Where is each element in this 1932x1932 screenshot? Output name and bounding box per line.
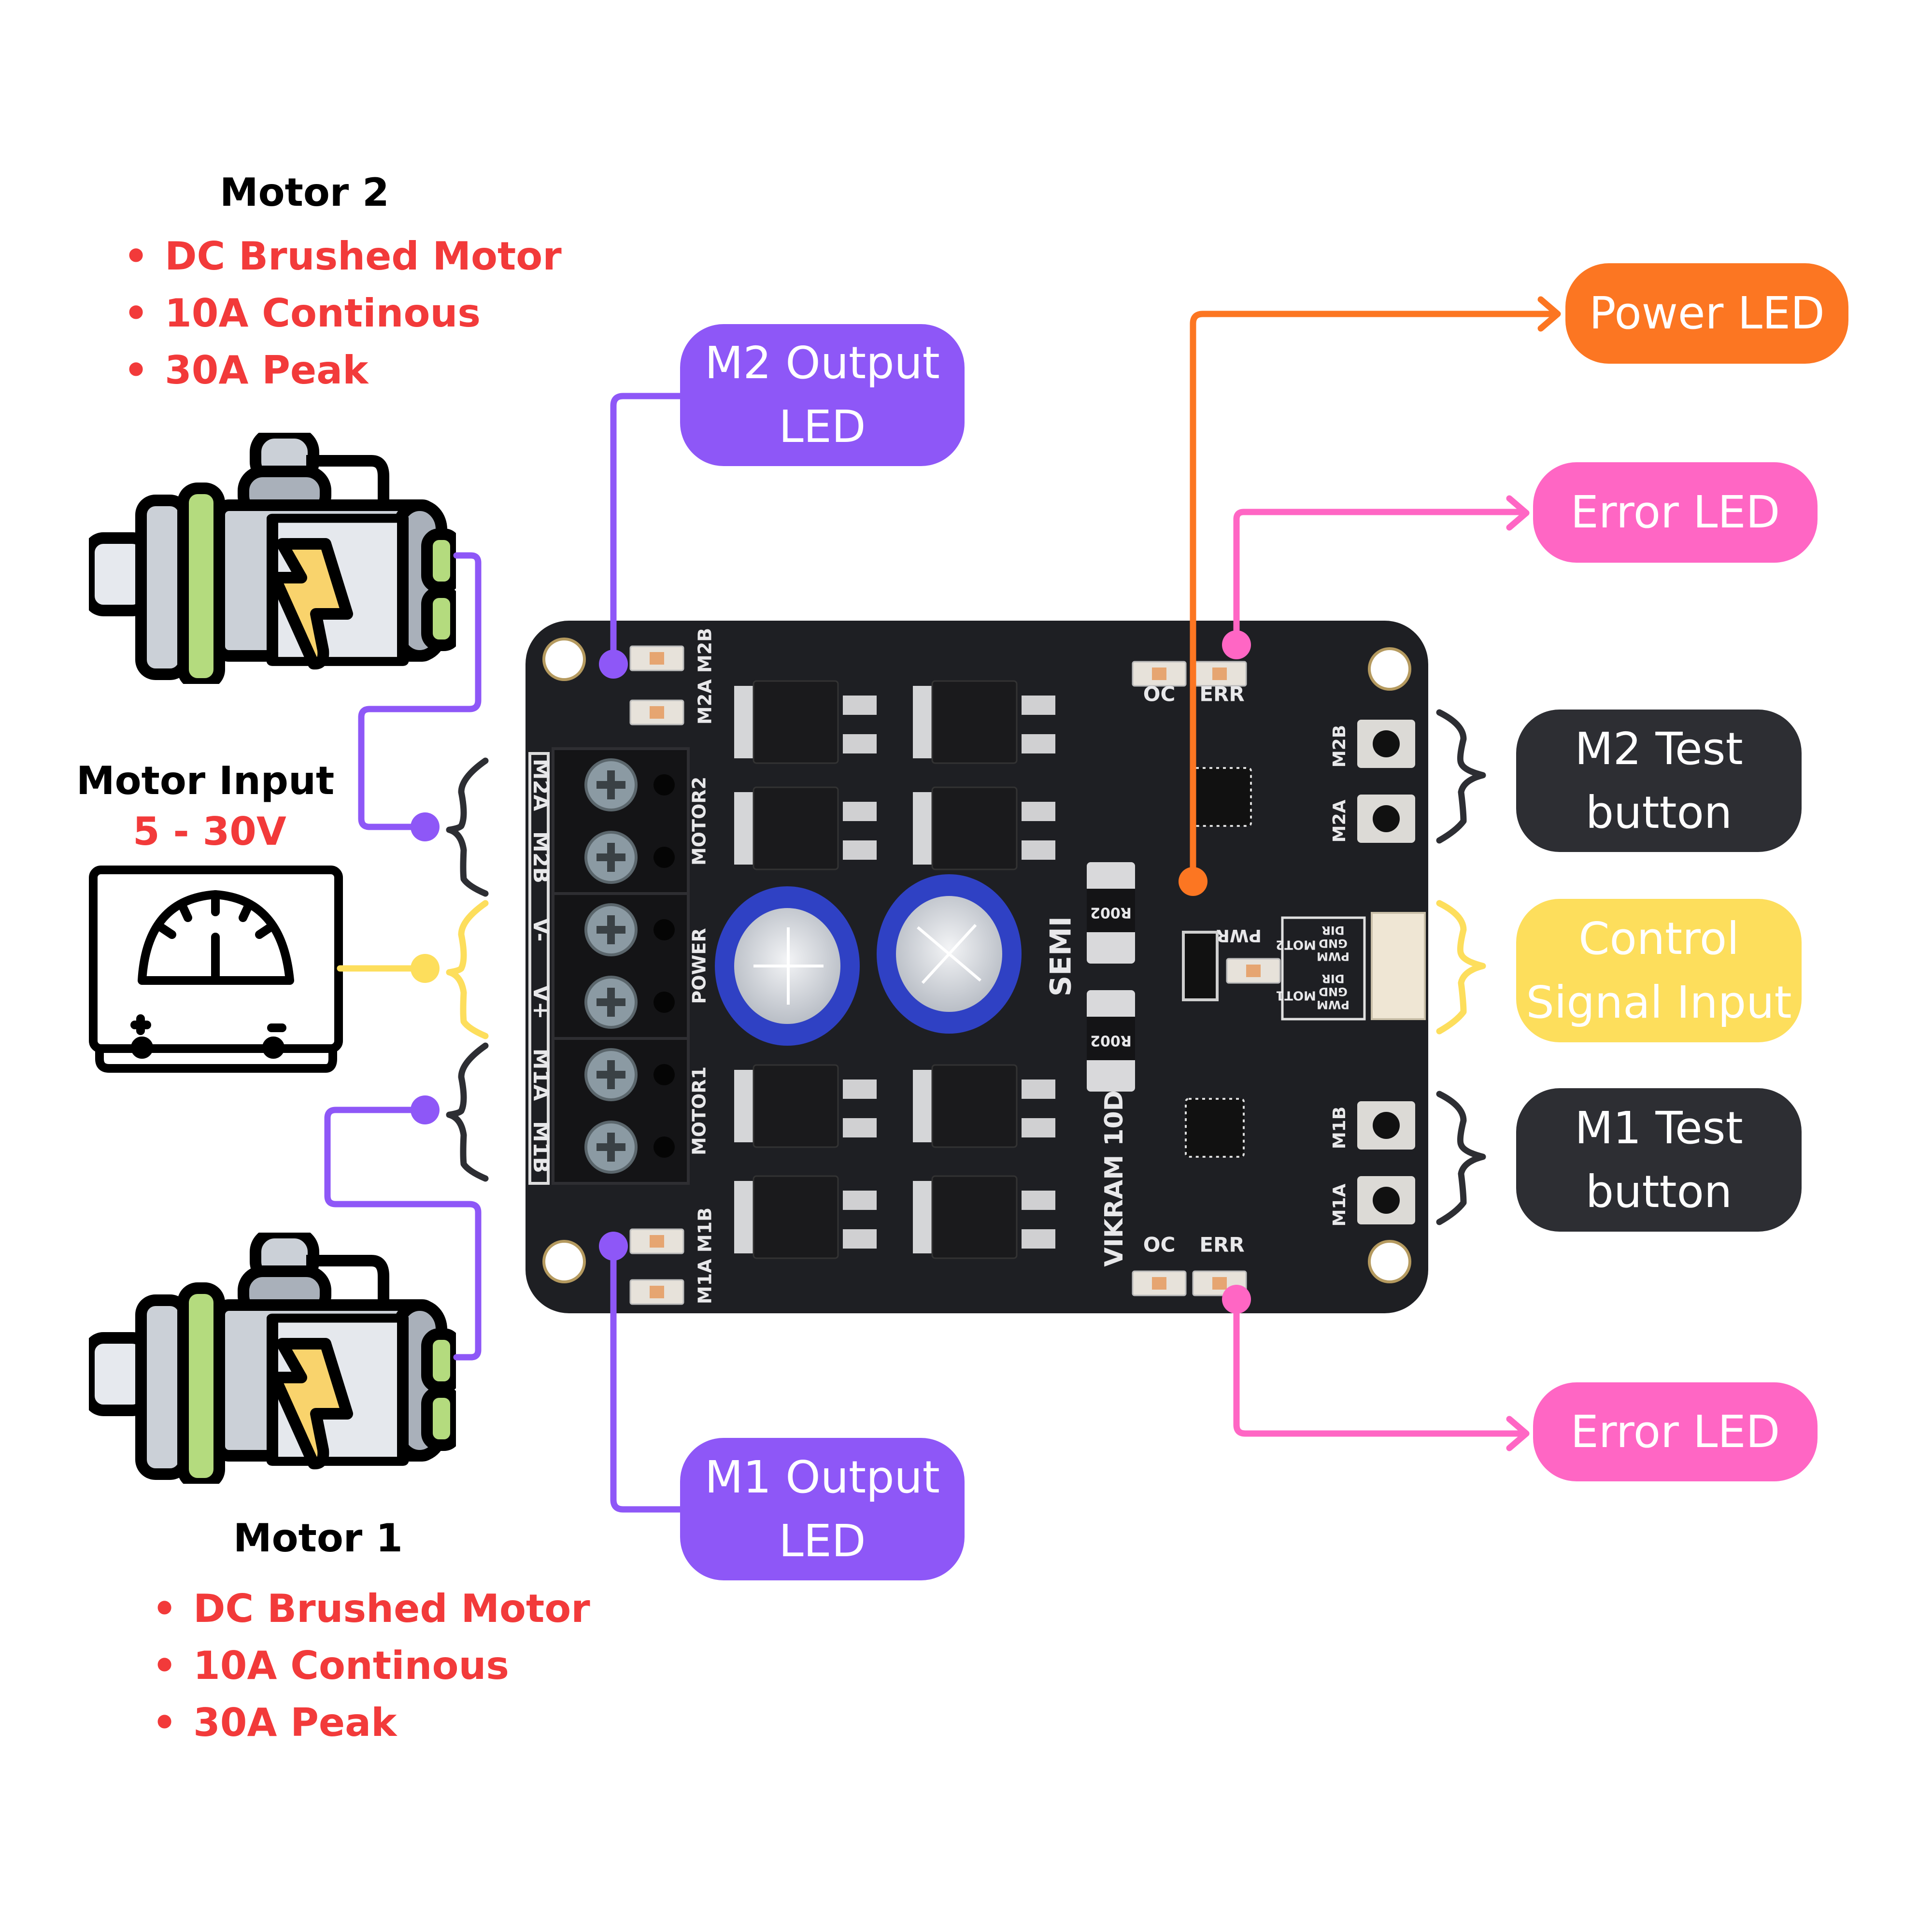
terminal-screw (584, 976, 675, 1029)
button-label: M1B (1330, 1107, 1350, 1149)
motor-input-title: Motor Input (76, 758, 335, 803)
terminal-screw (584, 1048, 675, 1101)
led-label: M1A M1B (695, 1208, 716, 1304)
status-label-err: ERR (1199, 682, 1244, 706)
motor2-spec-list: DC Brushed Motor 10A Continous 30A Peak (124, 228, 562, 399)
smd-led (629, 699, 684, 725)
mosfet (734, 680, 877, 764)
mosfet (913, 1064, 1055, 1148)
motor1-title: Motor 1 (233, 1516, 403, 1561)
screw-terminal-block (552, 747, 690, 1185)
terminal-label: V- (528, 918, 553, 941)
motor2-spec-item: DC Brushed Motor (124, 228, 562, 285)
tactile-button[interactable] (1357, 1176, 1415, 1224)
mounting-hole (1368, 1240, 1411, 1283)
terminal-label: M1B (528, 1121, 553, 1173)
error-led-top-callout: Error LED (1533, 462, 1818, 563)
terminal-group-label: POWER (689, 928, 710, 1004)
tactile-button[interactable] (1357, 795, 1415, 843)
mounting-hole (1368, 647, 1411, 691)
mounting-hole (542, 1240, 586, 1283)
connector-group-label: MOT2 (1276, 938, 1316, 952)
m1-test-button-callout: M1 Test button (1516, 1088, 1802, 1232)
motor2-title: Motor 2 (220, 170, 389, 215)
shunt-marking: R002 (1090, 904, 1132, 921)
shunt-marking: R002 (1090, 1032, 1132, 1049)
terminal-screw (584, 903, 675, 956)
terminal-screws (553, 758, 688, 1174)
motor2-spec-item: 10A Continous (124, 285, 562, 342)
m2-test-button-callout: M2 Test button (1516, 710, 1802, 852)
connector-pin-label: DIR (1321, 972, 1344, 985)
mosfet (734, 1064, 877, 1148)
status-label-oc: OC (1143, 1233, 1176, 1257)
tactile-button[interactable] (1357, 1101, 1415, 1150)
mcu-chip (1192, 767, 1252, 827)
motor1-spec-item: DC Brushed Motor (152, 1580, 590, 1637)
connector-pin-label: PWM (1317, 950, 1350, 963)
smd-led (629, 1279, 684, 1305)
smd-led (1192, 1270, 1247, 1296)
motor-input-voltage: 5 - 30V (133, 809, 286, 854)
terminal-label: V+ (528, 985, 553, 1020)
tactile-button[interactable] (1357, 720, 1415, 768)
smd-led (1132, 661, 1187, 687)
smd-led (629, 645, 684, 671)
status-label-err: ERR (1199, 1233, 1244, 1257)
button-label: M1A (1330, 1183, 1350, 1226)
mosfet (734, 786, 877, 870)
power-led-callout: Power LED (1565, 263, 1848, 364)
mounting-hole (542, 638, 586, 681)
terminal-group-label: MOTOR1 (689, 1066, 710, 1155)
connector-pin-label: GND (1319, 937, 1348, 950)
motor1-electric-motor-icon (89, 1233, 456, 1484)
error-led-bottom-callout: Error LED (1533, 1382, 1818, 1481)
power-label: PWR (1216, 925, 1262, 945)
electrolytic-capacitor (877, 874, 1022, 1034)
connector-pin-label: GND (1319, 985, 1348, 998)
mosfets (734, 680, 1055, 1259)
shunt-resistor (1087, 862, 1135, 964)
terminal-label: M1A (528, 1049, 553, 1101)
terminal-screw (584, 758, 675, 811)
electrolytic-capacitor (715, 886, 860, 1046)
mcu-chip (1185, 1098, 1245, 1158)
m2-output-led-callout: M2 Output LED (680, 324, 965, 466)
voltage-regulator (1182, 931, 1219, 1001)
motor1-spec-list: DC Brushed Motor 10A Continous 30A Peak (152, 1580, 590, 1751)
control-signal-input-callout: Control Signal Input (1516, 899, 1802, 1042)
connector-group-label: MOT1 (1276, 988, 1316, 1003)
m1-output-led-callout: M1 Output LED (680, 1438, 965, 1580)
connector-pin-label: DIR (1321, 923, 1344, 937)
shunt-resistor (1087, 990, 1135, 1092)
mosfet (913, 680, 1055, 764)
smd-led (1226, 958, 1281, 984)
mosfet (734, 1175, 877, 1259)
mosfet (913, 786, 1055, 870)
connector-pin-label: PWM (1317, 998, 1350, 1011)
motor1-spec-item: 30A Peak (152, 1694, 590, 1751)
brand-logo: SEMI (1044, 916, 1078, 996)
smd-led (629, 1228, 684, 1254)
terminal-screw (584, 1121, 675, 1174)
status-label-oc: OC (1143, 682, 1176, 706)
led-label: M2A M2B (695, 628, 716, 724)
motor1-spec-item: 10A Continous (152, 1637, 590, 1694)
control-signal-connector (1371, 912, 1426, 1020)
connector-pinout-box (1281, 916, 1366, 1021)
button-label: M2B (1330, 725, 1350, 767)
voltmeter-icon (89, 866, 343, 1073)
model-name: VIKRAM 10D (1100, 1090, 1129, 1267)
terminal-group-label: MOTOR2 (689, 777, 710, 866)
button-label: M2A (1330, 799, 1350, 842)
motor2-spec-item: 30A Peak (124, 342, 562, 399)
mosfet (913, 1175, 1055, 1259)
terminal-label: M2A (528, 759, 553, 811)
terminal-label: M2B (528, 831, 553, 883)
terminal-screw (584, 831, 675, 884)
smd-led (1132, 1270, 1187, 1296)
